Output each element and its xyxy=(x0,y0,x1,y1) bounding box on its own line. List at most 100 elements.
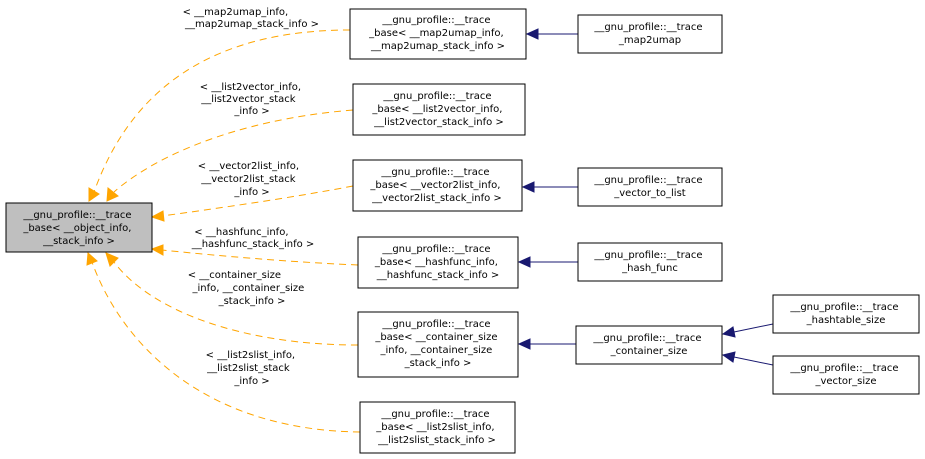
arrow-at-root-from-vector2list xyxy=(150,210,165,222)
node-label-line: __gnu_profile::__trace xyxy=(592,333,701,344)
node-trace-base-hashfunc[interactable]: __gnu_profile::__trace _base< __hashfunc… xyxy=(357,236,519,289)
edge-label-line: < __list2slist_info, xyxy=(206,350,295,361)
edge-label-line: < __map2umap_info, xyxy=(183,7,289,18)
arrow-at-container-size-base xyxy=(517,338,531,350)
edge-root-to-list2slist-base xyxy=(91,261,361,433)
node-label-line: _hash_func xyxy=(621,263,678,274)
inheritance-arrowheads xyxy=(517,28,736,363)
edge-root-to-container-size-base xyxy=(113,261,359,346)
node-label: __gnu_profile::__trace _base< __list2sli… xyxy=(375,409,497,446)
edge-label-hashfunc: < __hashfunc_info, __hashfunc_stack_info… xyxy=(191,227,315,250)
edge-label-list2vector: < __list2vector_info, __list2vector_stac… xyxy=(200,82,304,117)
edge-label-line: < __container_size xyxy=(188,270,281,281)
node-trace-map2umap[interactable]: __gnu_profile::__trace _map2umap xyxy=(577,14,723,54)
node-trace-base-container-size[interactable]: __gnu_profile::__trace _base< __containe… xyxy=(357,311,519,378)
node-label-line: _base< __list2slist_info, xyxy=(375,422,494,433)
edge-label-vector2list: < __vector2list_info, __vector2list_stac… xyxy=(198,161,302,198)
edge-label-line: _info > xyxy=(233,187,269,198)
edge-label-line: _stack_info > xyxy=(218,296,286,307)
node-trace-vector-to-list[interactable]: __gnu_profile::__trace _vector_to_list xyxy=(577,167,723,207)
node-label-line: _base< __object_info, xyxy=(22,223,131,234)
node-label-line: _vector_size xyxy=(814,376,876,387)
node-trace-container-size[interactable]: __gnu_profile::__trace _container_size xyxy=(575,325,723,365)
edge-label-line: < __hashfunc_info, xyxy=(194,227,288,238)
node-label-line: _base< __map2umap_info, xyxy=(368,28,503,39)
node-label-line: __gnu_profile::__trace xyxy=(380,409,489,420)
node-label-line: __gnu_profile::__trace xyxy=(593,250,702,261)
node-label-line: _stack_info > xyxy=(404,358,472,369)
node-label-line: __list2slist_stack_info > xyxy=(377,435,496,446)
node-label-line: __vector2list_stack_info > xyxy=(371,193,502,204)
node-box xyxy=(359,401,516,454)
edge-container-size-to-hashtable-size xyxy=(733,323,774,333)
edge-label-list2slist: < __list2slist_info, __list2slist_stack … xyxy=(206,350,299,387)
arrow-at-root-from-container-size xyxy=(105,252,119,267)
inheritance-edges xyxy=(530,33,774,366)
edge-root-to-map2umap-base xyxy=(93,29,351,193)
edge-label-line: _info > xyxy=(233,106,269,117)
edge-label-container-size: < __container_size _info, __container_si… xyxy=(188,270,308,307)
edge-label-line: __list2vector_stack xyxy=(200,94,296,105)
edge-label-line: __map2umap_stack_info > xyxy=(184,19,319,30)
node-label-line: _hashtable_size xyxy=(806,315,886,326)
node-box xyxy=(772,355,920,395)
node-box xyxy=(352,83,526,136)
node-label-line: __gnu_profile::__trace xyxy=(593,175,702,186)
node-label-line: __gnu_profile::__trace xyxy=(381,15,490,26)
node-label-line: _info, __container_size xyxy=(379,345,492,356)
node-label-line: __gnu_profile::__trace xyxy=(789,302,898,313)
node-label-line: __gnu_profile::__trace xyxy=(381,244,490,255)
arrow-at-root-from-map2umap xyxy=(88,187,100,202)
node-label: __gnu_profile::__trace _container_size xyxy=(592,333,704,357)
node-trace-vector-size[interactable]: __gnu_profile::__trace _vector_size xyxy=(772,355,920,395)
node-trace-base-list2slist[interactable]: __gnu_profile::__trace _base< __list2sli… xyxy=(359,401,516,454)
node-box xyxy=(577,14,723,54)
node-label-line: __gnu_profile::__trace xyxy=(382,91,491,102)
edge-container-size-to-vector-size xyxy=(733,356,774,366)
node-trace-base-map2umap[interactable]: __gnu_profile::__trace _base< __map2umap… xyxy=(349,8,527,60)
node-trace-hashtable-size[interactable]: __gnu_profile::__trace _hashtable_size xyxy=(772,294,920,334)
edge-label-line: _info, __container_size xyxy=(191,283,304,294)
arrow-at-container-size-from-vector xyxy=(721,351,736,363)
node-label-line: _base< __container_size xyxy=(374,332,497,343)
node-label-line: __map2umap_stack_info > xyxy=(370,41,505,52)
node-label: __gnu_profile::__trace _base< __vector2l… xyxy=(369,167,503,204)
node-label-line: _map2umap xyxy=(618,35,681,46)
node-box xyxy=(577,242,723,282)
node-label-line: __gnu_profile::__trace xyxy=(381,319,490,330)
arrow-at-map2umap-base xyxy=(525,28,539,40)
node-label: __gnu_profile::__trace _map2umap xyxy=(593,22,705,46)
edge-root-to-list2vector-base xyxy=(113,109,354,193)
node-trace-hash-func[interactable]: __gnu_profile::__trace _hash_func xyxy=(577,242,723,282)
edge-label-line: __hashfunc_stack_info > xyxy=(191,239,315,250)
node-trace-base-list2vector[interactable]: __gnu_profile::__trace _base< __list2vec… xyxy=(352,83,526,136)
node-box xyxy=(577,167,723,207)
node-label-line: _base< __vector2list_info, xyxy=(369,180,500,191)
node-box xyxy=(5,202,153,253)
node-label: __gnu_profile::__trace _vector_to_list xyxy=(593,175,705,199)
arrow-at-hashfunc-base xyxy=(517,256,531,268)
arrow-at-root-from-list2vector xyxy=(106,187,119,202)
node-label-line: __stack_info > xyxy=(42,236,115,247)
arrow-at-container-size-from-hashtable xyxy=(721,326,736,338)
node-label-line: __list2vector_stack_info > xyxy=(373,117,504,128)
node-label: __gnu_profile::__trace _hash_func xyxy=(593,250,705,274)
node-label-line: __gnu_profile::__trace xyxy=(789,363,898,374)
template-arrowheads xyxy=(86,187,165,267)
node-box xyxy=(349,8,527,60)
node-root-trace-base-object-info[interactable]: __gnu_profile::__trace _base< __object_i… xyxy=(5,202,153,253)
node-box xyxy=(772,294,920,334)
edge-root-to-vector2list-base xyxy=(161,185,354,217)
node-box xyxy=(357,311,519,378)
node-trace-base-vector2list[interactable]: __gnu_profile::__trace _base< __vector2l… xyxy=(352,159,523,212)
edge-label-line: __vector2list_stack xyxy=(200,174,296,185)
node-label-line: _base< __hashfunc_info, xyxy=(374,257,498,268)
node-label-line: __gnu_profile::__trace xyxy=(380,167,489,178)
edge-root-to-hashfunc-base xyxy=(161,249,359,266)
node-label-line: __gnu_profile::__trace xyxy=(593,22,702,33)
node-label: __gnu_profile::__trace _base< __object_i… xyxy=(22,210,134,247)
node-label: __gnu_profile::__trace _base< __map2umap… xyxy=(368,15,507,52)
arrow-at-root-from-hashfunc xyxy=(150,244,164,256)
node-label-line: _base< __list2vector_info, xyxy=(371,104,502,115)
